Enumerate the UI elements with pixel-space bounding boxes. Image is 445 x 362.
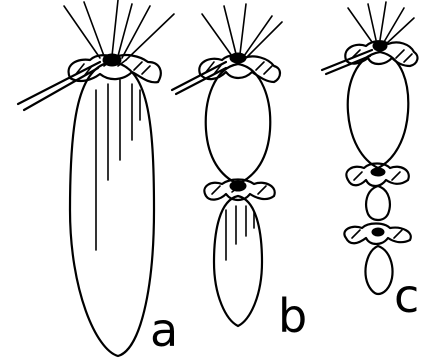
panel-a-cell-body bbox=[70, 62, 154, 356]
panel-b-lower-streaks bbox=[226, 206, 254, 260]
panel-c-label: c bbox=[394, 269, 419, 323]
panel-a-inner-streaks bbox=[96, 80, 140, 250]
panel-b-top-knot bbox=[230, 53, 246, 63]
panel-a-arm bbox=[18, 62, 100, 110]
panel-c-third-knot bbox=[372, 228, 384, 236]
panel-c-second-knot bbox=[371, 168, 385, 176]
panel-b-middle-knot bbox=[230, 181, 246, 191]
panel-a-label: a bbox=[150, 303, 178, 357]
panel-b: b bbox=[172, 4, 307, 343]
panel-c-middle-segment bbox=[366, 186, 390, 220]
panel-c: c bbox=[322, 2, 419, 323]
panel-c-bottom-segment bbox=[366, 246, 393, 294]
panel-b-upper-segment bbox=[206, 64, 270, 184]
panel-c-top-knot bbox=[373, 41, 387, 51]
panel-b-top-strands bbox=[202, 4, 282, 58]
panel-a-knot bbox=[103, 54, 121, 66]
panel-b-label: b bbox=[278, 289, 307, 343]
panel-c-upper-segment bbox=[348, 52, 409, 168]
panel-a: a bbox=[18, 0, 178, 357]
panel-a-top-strands bbox=[64, 0, 174, 60]
panel-c-top-strands bbox=[348, 2, 414, 44]
